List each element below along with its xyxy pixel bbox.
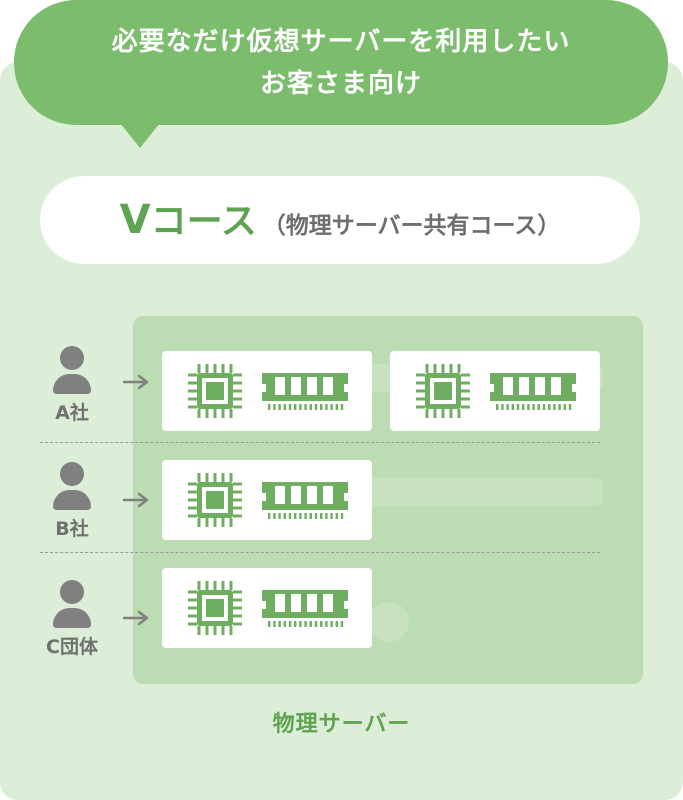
divider-line [40, 552, 600, 553]
server-label: 物理サーバー [272, 712, 411, 737]
person-icon [32, 580, 112, 628]
memory-module-icon [262, 373, 348, 410]
virtual-server-a1 [162, 351, 372, 431]
cpu-chip-icon [416, 364, 470, 418]
course-letter: V [119, 197, 151, 243]
bubble-tail [116, 118, 164, 148]
speech-bubble: 必要なだけ仮想サーバーを利用したい お客さま向け [14, 0, 668, 125]
memory-module-icon [490, 373, 576, 410]
client-c: C団体 [32, 580, 112, 659]
virtual-server-b1 [162, 460, 372, 540]
arrow-right-icon [122, 610, 149, 626]
bubble-line-2: お客さま向け [259, 68, 422, 99]
cpu-chip-icon [188, 364, 242, 418]
client-a: A社 [32, 346, 112, 425]
virtual-server-a2 [390, 351, 600, 431]
cpu-chip-icon [188, 473, 242, 527]
arrow-right-icon [122, 492, 149, 508]
arrow-right-icon [122, 374, 149, 390]
memory-module-icon [262, 590, 348, 627]
client-label: C団体 [46, 636, 98, 658]
course-subtitle: （物理サーバー共有コース） [262, 213, 561, 239]
virtual-server-c1 [162, 568, 372, 648]
bubble-line-1: 必要なだけ仮想サーバーを利用したい [111, 26, 571, 57]
cpu-chip-icon [188, 581, 242, 635]
client-label: B社 [55, 518, 89, 540]
client-label: A社 [55, 402, 89, 424]
person-icon [32, 346, 112, 394]
server-power-indicator [369, 602, 409, 642]
course-title: V コース （物理サーバー共有コース） [40, 176, 640, 264]
person-icon [32, 462, 112, 510]
course-name: コース [150, 201, 257, 242]
memory-module-icon [262, 482, 348, 519]
divider-line [40, 442, 600, 443]
client-b: B社 [32, 462, 112, 541]
